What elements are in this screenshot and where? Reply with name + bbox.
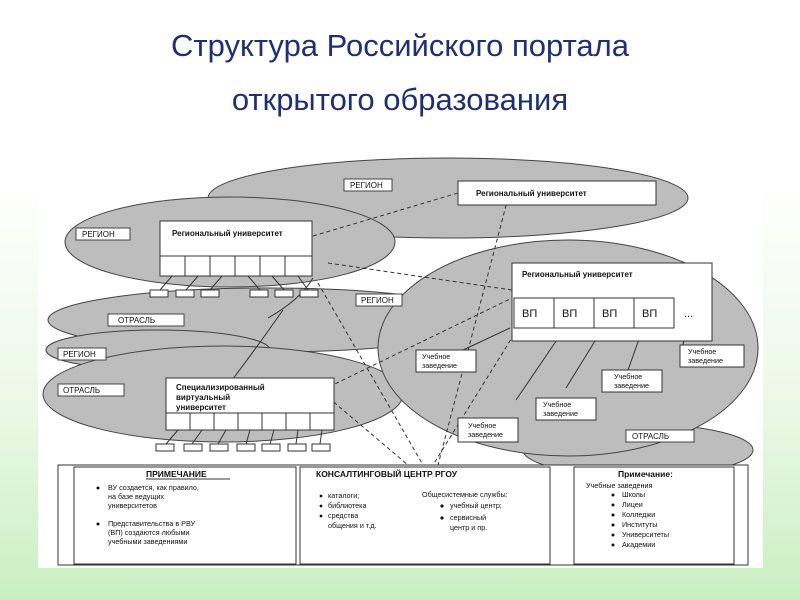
svg-text:заведение: заведение [688, 356, 723, 365]
branch-label: ОТРАСЛЬ [63, 386, 100, 395]
vp-cell [553, 297, 595, 329]
edu-institution-2: Учебное заведение [601, 369, 663, 393]
svg-text:заведение: заведение [543, 409, 578, 418]
regional-university-label: Региональный университет [522, 270, 633, 279]
cell [284, 255, 313, 277]
consulting-center-box [299, 466, 551, 565]
branch-label: ОТРАСЛЬ [632, 432, 669, 441]
node [274, 289, 294, 298]
svg-text:Институты: Институты [622, 520, 657, 529]
branch-label: ОТРАСЛЬ [118, 316, 155, 325]
page-title-line-1: Структура Российского портала [170, 28, 629, 63]
svg-text:заведение: заведение [614, 381, 649, 390]
dashed-link [327, 262, 513, 291]
region-label: РЕГИОН [361, 296, 394, 305]
svg-text:Учебное: Учебное [614, 372, 642, 381]
region-label: РЕГИОН [63, 350, 96, 359]
vp-ellipsis: ... [684, 308, 693, 320]
edu-institution-5: Учебное заведение [457, 417, 519, 443]
svg-text:Колледжи: Колледжи [622, 510, 655, 519]
dashed-link [432, 327, 519, 466]
svg-text:Лицеи: Лицеи [622, 500, 643, 509]
svg-text:Учебное: Учебное [688, 347, 716, 356]
edu-institution-3: Учебное заведение [679, 344, 745, 368]
dashed-link [322, 392, 409, 466]
svg-text:Учебное: Учебное [468, 421, 496, 430]
specialized-university-line-2: виртуальный [176, 393, 230, 402]
svg-text:сервисный: сервисный [450, 513, 486, 522]
node [299, 289, 319, 298]
specialized-university-line-3: университет [176, 403, 226, 412]
vp-label: ВП [602, 308, 617, 320]
label-box [57, 347, 107, 361]
label-box [107, 313, 185, 327]
svg-text:средства: средства [328, 511, 358, 520]
note-left-item-1: ВУ создается, как правило, [108, 483, 199, 492]
node [249, 289, 269, 298]
svg-text:(ВП) создаются любыми: (ВП) создаются любыми [108, 528, 189, 537]
consulting-services-heading: Общесистемные службы: [422, 490, 508, 499]
svg-text:заведение: заведение [468, 430, 503, 439]
note-right-heading: Примечание: [618, 469, 673, 479]
region-label: РЕГИОН [350, 181, 383, 190]
node [200, 289, 220, 298]
svg-text:Академии: Академии [622, 540, 655, 549]
regional-university-label: Региональный университет [172, 229, 283, 238]
svg-text:учебный центр;: учебный центр; [450, 501, 502, 510]
cell [259, 255, 286, 277]
vp-label: ВП [522, 308, 537, 320]
svg-text:заведение: заведение [422, 361, 457, 370]
vp-cell [513, 297, 555, 329]
link-line [267, 277, 314, 319]
region-label: РЕГИОН [82, 230, 115, 239]
svg-text:Школы: Школы [622, 490, 645, 499]
dashed-link [312, 192, 459, 237]
note-right-subheading: Учебные заведения [586, 481, 653, 490]
node [175, 289, 195, 298]
svg-text:библиотека: библиотека [328, 501, 366, 510]
svg-text:университетов: университетов [108, 501, 157, 510]
label-box [355, 293, 403, 307]
svg-text:каталоги;: каталоги; [328, 491, 359, 500]
label-box [343, 178, 393, 192]
dashed-link [309, 297, 513, 397]
edu-institution-1: Учебное заведение [415, 349, 477, 373]
vp-label: ВП [642, 308, 657, 320]
cell [234, 255, 261, 277]
node [149, 289, 169, 298]
cell [184, 255, 211, 277]
svg-text:учебными заведениями: учебными заведениями [108, 537, 187, 546]
note-left-box [73, 466, 297, 565]
svg-text:на базе ведущих: на базе ведущих [108, 492, 164, 501]
svg-text:Университеты: Университеты [622, 530, 669, 539]
label-box [75, 227, 131, 241]
regional-university-box-top [457, 180, 657, 206]
consulting-heading: КОНСАЛТИНГОВЫЙ ЦЕНТР РГОУ [316, 468, 458, 479]
note-right-box [573, 466, 735, 565]
vp-cell [633, 297, 675, 329]
svg-text:Учебное: Учебное [543, 400, 571, 409]
cell [209, 255, 236, 277]
note-left-item-2: Представительства в РВУ [108, 519, 196, 528]
specialized-university-line-1: Специализированный [176, 383, 265, 392]
svg-text:общения и т.д.: общения и т.д. [328, 521, 377, 530]
note-left-heading: ПРИМЕЧАНИЕ [146, 469, 207, 479]
portal-structure-diagram: РЕГИОН РЕГИОН РЕГИОН ОТРАСЛЬ РЕГИОН ОТРА… [42, 157, 759, 566]
edu-institution-4: Учебное заведение [535, 397, 597, 421]
diagram-panel: РЕГИОН РЕГИОН РЕГИОН ОТРАСЛЬ РЕГИОН ОТРА… [38, 138, 763, 568]
regional-university-label: Региональный университет [476, 189, 587, 198]
dashed-link [317, 282, 424, 466]
label-box [625, 429, 695, 443]
page-title-line-2: открытого образования [231, 82, 569, 117]
svg-text:центр и пр.: центр и пр. [450, 523, 487, 532]
svg-text:Учебное: Учебное [422, 352, 450, 361]
link-line [462, 327, 511, 351]
cell [159, 255, 186, 277]
vp-label: ВП [562, 308, 577, 320]
label-box [57, 383, 125, 397]
